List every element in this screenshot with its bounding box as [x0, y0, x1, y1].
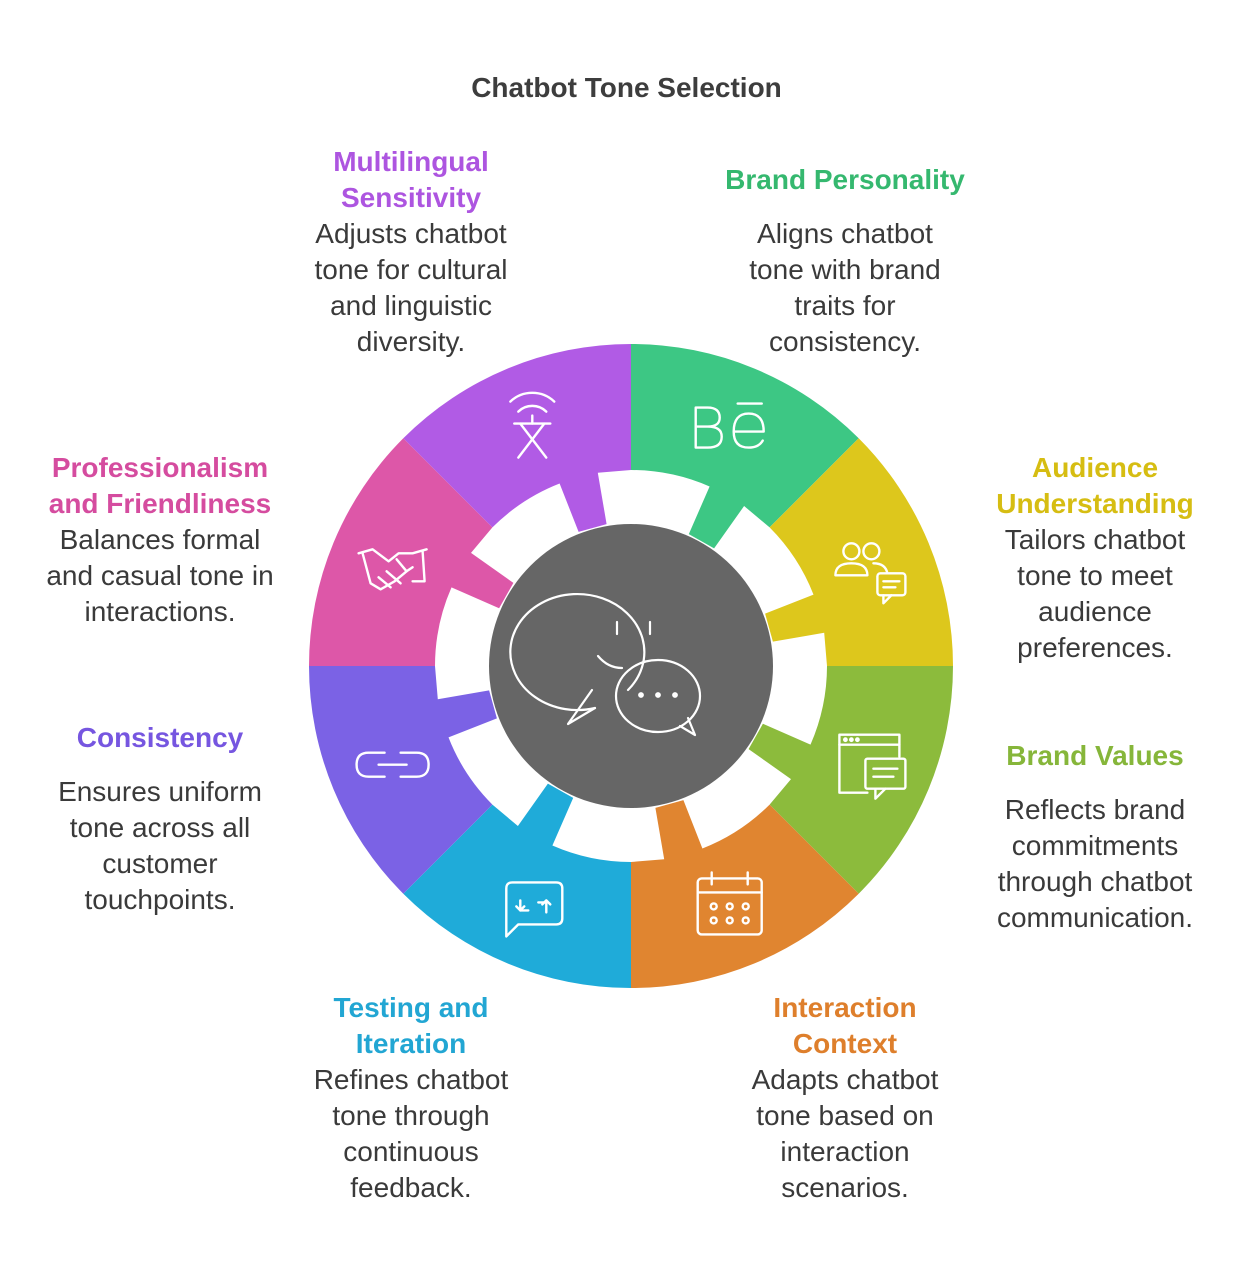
- description-audience-understanding: tone to meet: [1017, 560, 1173, 591]
- description-consistency: customer: [102, 848, 218, 879]
- description-multilingual-sensitivity: diversity.: [356, 326, 466, 357]
- heading-brand-personality: Brand Personality: [725, 164, 965, 195]
- description-audience-understanding: audience: [1038, 596, 1152, 627]
- browser-chat-icon: [838, 733, 907, 800]
- heading-interaction-context: Interaction: [773, 992, 917, 1023]
- description-multilingual-sensitivity: tone for cultural: [314, 254, 508, 285]
- description-brand-values: communication.: [996, 902, 1194, 933]
- description-multilingual-sensitivity: Adjusts chatbot: [315, 218, 507, 249]
- heading-professionalism-friendliness: Professionalism: [51, 452, 269, 483]
- description-brand-personality: traits for: [794, 290, 896, 321]
- heading-testing-iteration: Testing and: [333, 992, 489, 1023]
- translate-icon: [509, 391, 556, 459]
- chat-bubbles-icon: [509, 593, 702, 737]
- description-professionalism-friendliness: and casual tone in: [46, 560, 274, 591]
- description-audience-understanding: preferences.: [1017, 632, 1173, 663]
- spacer: [975, 774, 1215, 792]
- repeat-message-icon: [505, 881, 564, 938]
- description-interaction-context: Adapts chatbot: [751, 1064, 939, 1095]
- heading-consistency: Consistency: [76, 722, 244, 753]
- calendar-icon: [696, 871, 763, 936]
- handshake-icon: [357, 548, 428, 591]
- description-multilingual-sensitivity: and linguistic: [330, 290, 492, 321]
- description-brand-values: commitments: [1011, 830, 1179, 861]
- description-interaction-context: scenarios.: [781, 1172, 909, 1203]
- description-consistency: Ensures uniform: [58, 776, 262, 807]
- segment-consistency: [309, 666, 497, 894]
- center-hub: [489, 524, 773, 808]
- heading-testing-iteration: Iteration: [355, 1028, 467, 1059]
- description-consistency: tone across all: [69, 812, 251, 843]
- heading-interaction-context: Context: [792, 1028, 898, 1059]
- segment-interaction-context: [631, 800, 859, 988]
- description-brand-personality: tone with brand: [749, 254, 941, 285]
- heading-professionalism-friendliness: and Friendliness: [48, 488, 272, 519]
- description-testing-iteration: continuous: [343, 1136, 479, 1167]
- description-consistency: touchpoints.: [84, 884, 236, 915]
- description-testing-iteration: feedback.: [350, 1172, 472, 1203]
- heading-multilingual-sensitivity: Multilingual: [333, 146, 489, 177]
- spacer: [700, 198, 990, 216]
- heading-brand-values: Brand Values: [1006, 740, 1184, 771]
- description-brand-personality: consistency.: [769, 326, 921, 357]
- description-professionalism-friendliness: Balances formal: [59, 524, 261, 555]
- diagram-title: Chatbot Tone Selection: [471, 72, 782, 103]
- segment-multilingual-sensitivity: [403, 344, 631, 532]
- description-brand-personality: Aligns chatbot: [757, 218, 933, 249]
- description-testing-iteration: Refines chatbot: [313, 1064, 509, 1095]
- description-brand-values: Reflects brand: [1004, 794, 1186, 825]
- description-interaction-context: tone based on: [756, 1100, 934, 1131]
- heading-audience-understanding: Understanding: [996, 488, 1194, 519]
- segment-brand-values: [748, 666, 953, 894]
- description-interaction-context: interaction: [780, 1136, 910, 1167]
- heading-audience-understanding: Audience: [1031, 452, 1159, 483]
- description-brand-values: through chatbot: [997, 866, 1193, 897]
- behance-icon: [694, 402, 765, 449]
- heading-multilingual-sensitivity: Sensitivity: [340, 182, 482, 213]
- users-chat-icon: [834, 542, 907, 605]
- segment-testing-iteration: [403, 783, 631, 988]
- description-audience-understanding: Tailors chatbot: [1004, 524, 1186, 555]
- spacer: [20, 756, 300, 774]
- link-icon: [355, 751, 430, 778]
- description-professionalism-friendliness: interactions.: [84, 596, 236, 627]
- description-testing-iteration: tone through: [332, 1100, 490, 1131]
